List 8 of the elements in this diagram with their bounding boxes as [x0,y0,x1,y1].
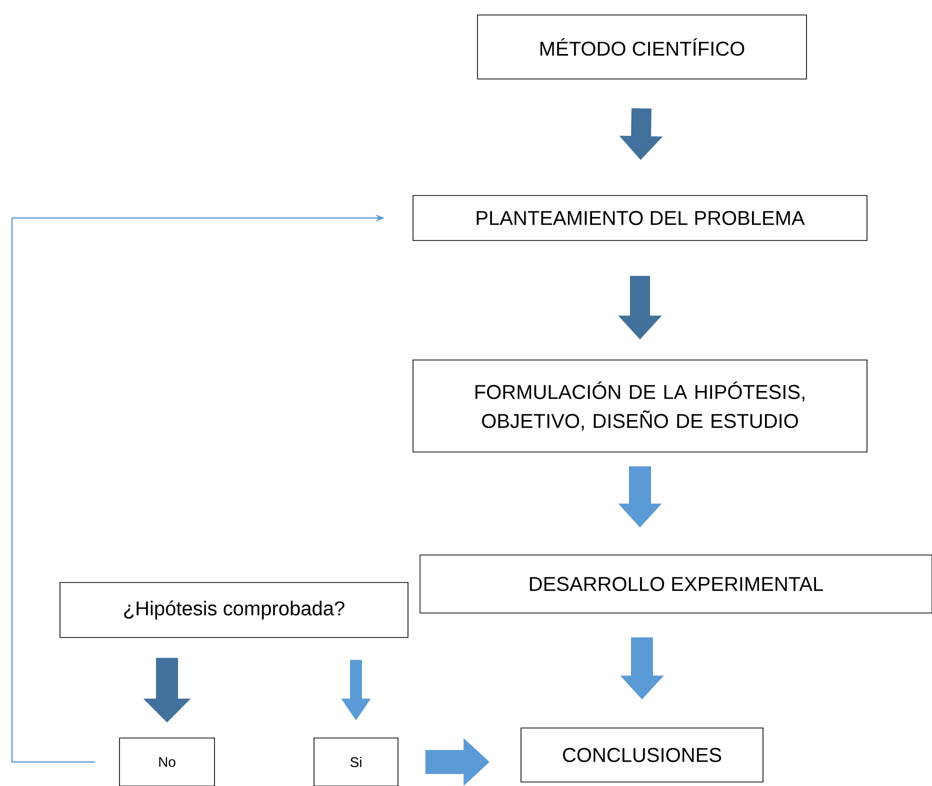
process-box: CONCLUSIONES [520,728,764,782]
process-box: PLANTEAMIENTO DEL PROBLEMA [412,195,868,241]
process-box: MÉTODO CIENTÍFICO [477,14,807,80]
process-box: No [119,738,215,786]
process-box: DESARROLLO EXPERIMENTAL [420,554,932,614]
process-box: ¿Hipótesis comprobada? [60,582,408,638]
process-box: FORMULACIÓN DE LA HIPÓTESIS, OBJETIVO, DISEÑO DE ESTUDIO [412,360,868,452]
process-box: Si [314,738,398,786]
